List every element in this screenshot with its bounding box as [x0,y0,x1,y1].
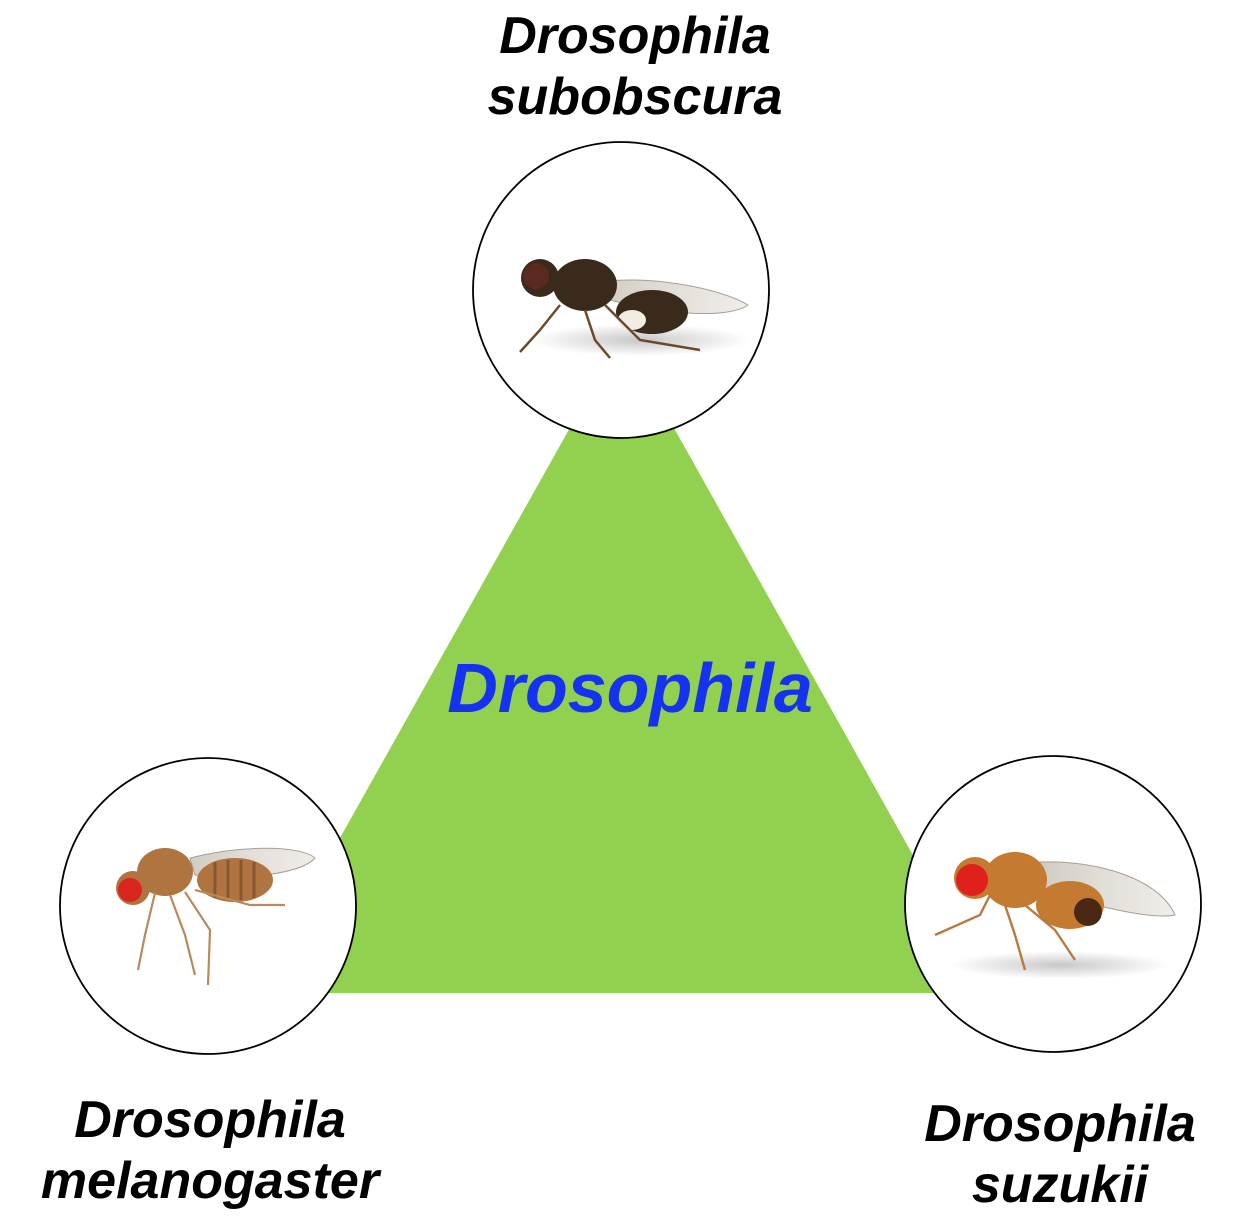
species-label-subobscura: Drosophila subobscura [385,6,885,128]
species-label-epithet: melanogaster [0,1151,420,1212]
species-label-suzukii: Drosophila suzukii [860,1094,1243,1216]
species-label-genus: Drosophila [385,6,885,67]
species-circle-melanogaster [60,758,356,1054]
species-circle-suzukii [905,756,1201,1052]
species-label-epithet: subobscura [385,67,885,128]
species-label-epithet: suzukii [860,1155,1243,1216]
species-label-genus: Drosophila [860,1094,1243,1155]
species-circle-subobscura [473,142,769,438]
species-label-genus: Drosophila [0,1090,420,1151]
genus-center-label: Drosophila [380,648,880,728]
species-label-melanogaster: Drosophila melanogaster [0,1090,420,1212]
